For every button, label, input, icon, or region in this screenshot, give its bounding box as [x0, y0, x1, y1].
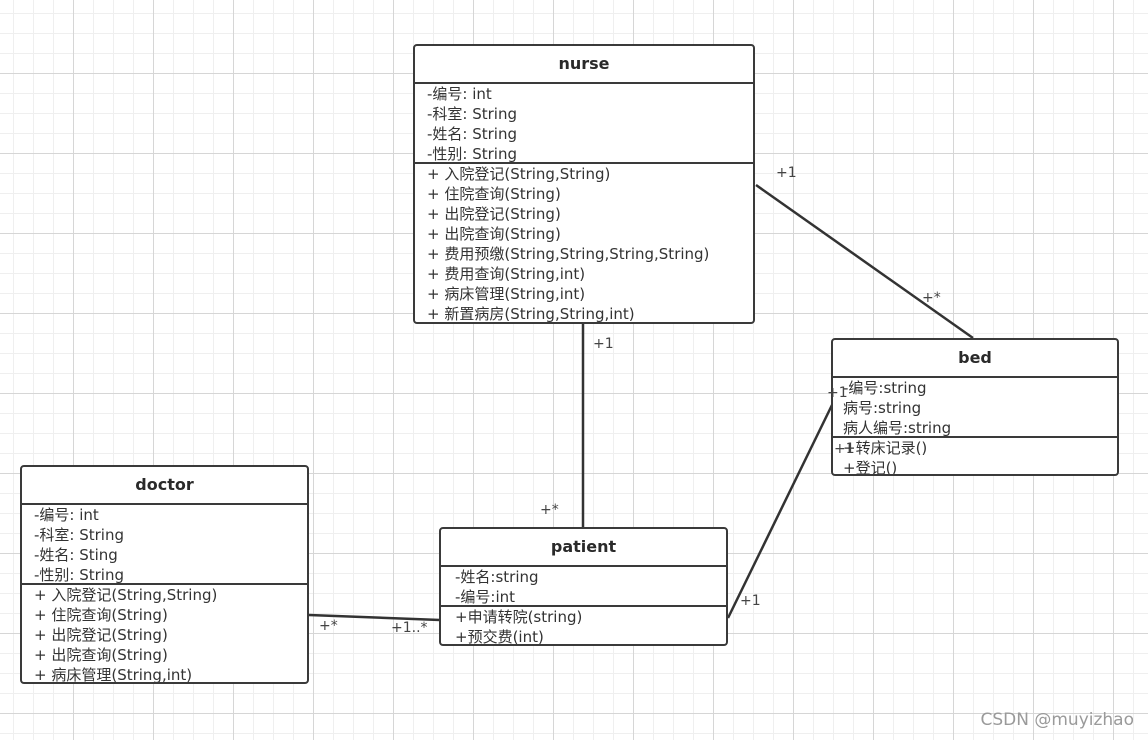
multiplicity-nurse-patient-patient-end: +*: [540, 502, 559, 518]
operation: +预交费(int): [455, 628, 544, 646]
multiplicity-patient-bed-patient-end: +1: [740, 593, 761, 609]
operation: + 出院查询(String): [427, 225, 561, 243]
operation: + 出院查询(String): [34, 646, 168, 664]
multiplicity-nurse-patient-nurse-end: +1: [593, 336, 614, 352]
class-patient[interactable]: patient -姓名:string -编号:int +申请转院(string)…: [439, 527, 728, 646]
operation: + 费用预缴(String,String,String,String): [427, 245, 710, 263]
association-nurse-bed[interactable]: [755, 183, 974, 340]
attribute: -编号: int: [427, 85, 492, 103]
class-name: bed: [833, 340, 1117, 378]
operation: + 入院登记(String,String): [34, 586, 218, 604]
attribute-compartment: -姓名:string -编号:int: [441, 567, 726, 607]
operation: + 费用查询(String,int): [427, 265, 586, 283]
operation-compartment: +申请转院(string) +预交费(int): [441, 607, 726, 646]
operation: +登记(): [843, 459, 898, 476]
attribute-compartment: -编号: int -科室: String -姓名: String -性别: St…: [415, 84, 753, 164]
attribute: -姓名: String: [427, 125, 518, 143]
operation: + 出院登记(String): [34, 626, 168, 644]
operation: +转床记录(): [843, 439, 928, 457]
operation-compartment: + 入院登记(String,String) + 住院查询(String) + 出…: [22, 585, 307, 684]
attribute: -姓名: Sting: [34, 546, 118, 564]
multiplicity-nurse-bed-nurse-end: +1: [776, 165, 797, 181]
attribute: -性别: String: [427, 145, 518, 163]
multiplicity-patient-bed-bed-end-lower: +1: [834, 441, 855, 457]
watermark: CSDN @muyizhao: [980, 710, 1134, 730]
multiplicity-patient-bed-bed-end-upper: +1: [827, 385, 848, 401]
operation: + 入院登记(String,String): [427, 165, 611, 183]
class-name: nurse: [415, 46, 753, 84]
attribute: 病号:string: [843, 399, 922, 417]
class-bed[interactable]: bed -编号:string 病号:string 病人编号:string +转床…: [831, 338, 1119, 476]
association-patient-bed[interactable]: [726, 404, 834, 619]
attribute: -科室: String: [427, 105, 518, 123]
attribute: -编号: int: [34, 506, 99, 524]
association-doctor-patient[interactable]: [308, 613, 441, 622]
operation: + 住院查询(String): [34, 606, 168, 624]
operation: +申请转院(string): [455, 608, 583, 626]
multiplicity-doctor-patient-patient-end: +1..*: [391, 620, 428, 636]
class-nurse[interactable]: nurse -编号: int -科室: String -姓名: String -…: [413, 44, 755, 324]
operation: + 出院登记(String): [427, 205, 561, 223]
operation: + 病床管理(String,int): [34, 666, 193, 684]
attribute: -科室: String: [34, 526, 125, 544]
multiplicity-doctor-patient-doctor-end: +*: [319, 618, 338, 634]
operation: + 新置病房(String,String,int): [427, 305, 635, 323]
attribute: -编号:int: [455, 588, 516, 606]
attribute: -性别: String: [34, 566, 125, 584]
operation-compartment: + 入院登记(String,String) + 住院查询(String) + 出…: [415, 164, 753, 323]
attribute: -姓名:string: [455, 568, 539, 586]
multiplicity-nurse-bed-bed-end: +*: [922, 290, 941, 306]
operation: + 住院查询(String): [427, 185, 561, 203]
attribute: 病人编号:string: [843, 419, 952, 437]
operation-compartment: +转床记录() +登记(): [833, 438, 1117, 476]
class-name: patient: [441, 529, 726, 567]
class-doctor[interactable]: doctor -编号: int -科室: String -姓名: Sting -…: [20, 465, 309, 684]
attribute-compartment: -编号:string 病号:string 病人编号:string: [833, 378, 1117, 438]
class-name: doctor: [22, 467, 307, 505]
operation: + 病床管理(String,int): [427, 285, 586, 303]
attribute-compartment: -编号: int -科室: String -姓名: Sting -性别: Str…: [22, 505, 307, 585]
attribute: -编号:string: [843, 379, 927, 397]
